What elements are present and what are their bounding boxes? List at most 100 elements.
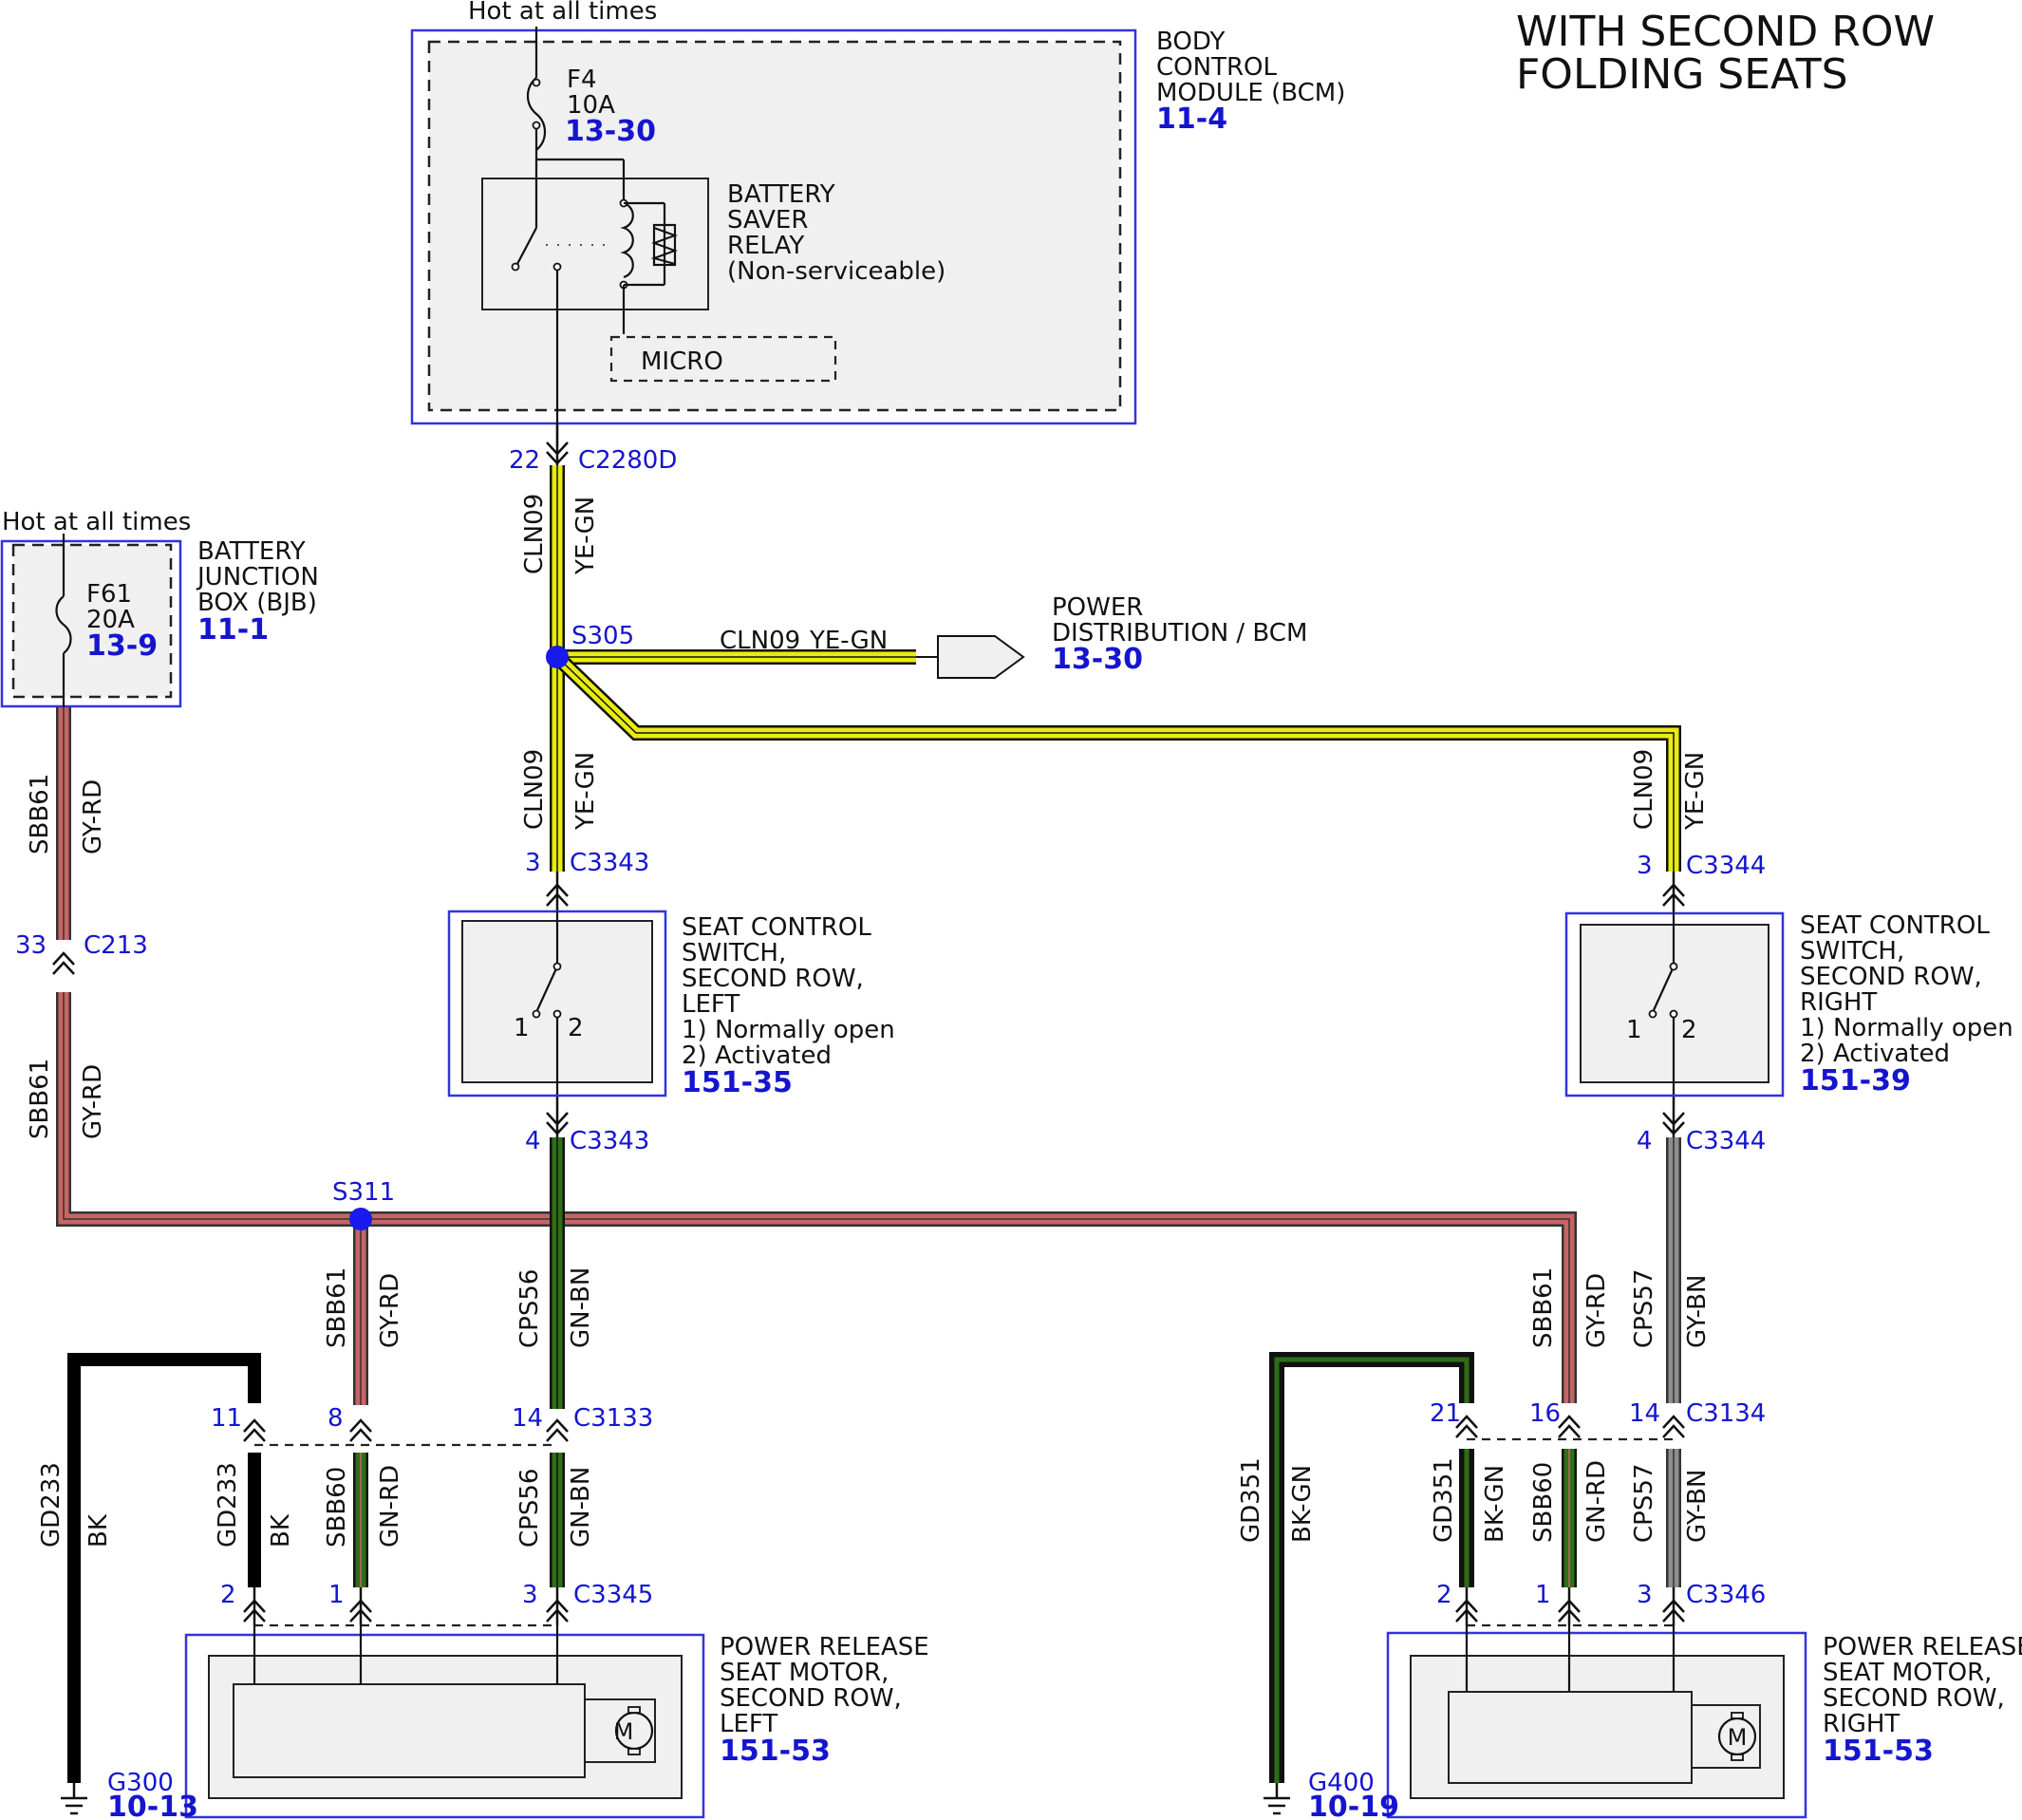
c3134-pin-16: 16	[1529, 1399, 1561, 1428]
switch-right-label-6: 2) Activated	[1800, 1040, 1950, 1068]
power-dist-label-2: DISTRIBUTION / BCM	[1052, 619, 1307, 647]
switch-left-label-6: 2) Activated	[682, 1041, 832, 1070]
wire-label-yegn-c: YE-GN	[1681, 752, 1710, 831]
c3133-label: C3133	[573, 1404, 653, 1433]
c3134-pin-21: 21	[1430, 1399, 1461, 1428]
wire-label-gnrd-a: GN-RD	[376, 1465, 404, 1548]
wire-label-gd233-b: GD233	[214, 1462, 242, 1548]
wire-label-gd351-a: GD351	[1237, 1457, 1265, 1543]
bcm-name-2: CONTROL	[1156, 53, 1277, 82]
c3344-out-label: C3344	[1686, 1127, 1766, 1155]
wire-label-sbb61-a: SBB61	[26, 774, 54, 854]
bjb-name-2: JUNCTION	[196, 563, 319, 591]
wire-label-sbb60-a: SBB60	[323, 1467, 351, 1548]
splice-s305[interactable]	[546, 646, 569, 668]
switch-left-label-1: SEAT CONTROL	[682, 913, 871, 942]
wire-label-gyrd-d: GY-RD	[1582, 1273, 1611, 1348]
c3346-label: C3346	[1686, 1581, 1766, 1609]
wire-label-gyrd-c: GY-RD	[376, 1273, 404, 1348]
motor-right-label-4: RIGHT	[1823, 1710, 1900, 1738]
c3344-in-pin: 3	[1637, 852, 1653, 880]
c213-pin: 33	[15, 931, 47, 960]
c3134-label: C3134	[1686, 1399, 1766, 1428]
wire-label-cln09-c: CLN09	[1630, 749, 1658, 830]
wire-label-bk-b: BK	[267, 1513, 295, 1548]
switch-left-pos2: 2	[568, 1014, 584, 1042]
power-dist-arrow-icon[interactable]	[937, 635, 1025, 679]
seat-motor-right[interactable]	[1386, 1625, 1807, 1819]
switch-right-label-1: SEAT CONTROL	[1800, 911, 1990, 940]
motor-left-label-2: SEAT MOTOR,	[720, 1659, 889, 1687]
bjb-hot-label: Hot at all times	[2, 508, 191, 536]
title-line-2: FOLDING SEATS	[1516, 50, 1848, 99]
ground-g300-ref[interactable]: 10-13	[107, 1791, 198, 1820]
bjb-module[interactable]	[0, 534, 182, 708]
bcm-name-3: MODULE (BCM)	[1156, 79, 1345, 107]
c3346-pin-2: 2	[1436, 1581, 1452, 1609]
wire-label-sbb61-d: SBB61	[1529, 1267, 1558, 1348]
c3345-pin-2: 2	[220, 1581, 236, 1609]
c3133-pin-11: 11	[211, 1404, 242, 1433]
switch-right-label-2: SWITCH,	[1800, 937, 1904, 966]
fuse-f61-rating: 20A	[86, 606, 135, 634]
motor-left-label-4: LEFT	[720, 1710, 777, 1738]
ground-g400-label: G400	[1308, 1769, 1375, 1797]
relay-coil-icon	[620, 201, 634, 279]
wire-label-sbb61-b: SBB61	[26, 1059, 54, 1139]
fuse-f61-icon	[55, 595, 72, 654]
fuse-f4-name: F4	[567, 66, 597, 94]
wire-label-gnrd-b: GN-RD	[1582, 1460, 1611, 1543]
switch-left-label-4: LEFT	[682, 990, 740, 1019]
c3346-pin-3: 3	[1637, 1581, 1653, 1609]
bcm-name-1: BODY	[1156, 28, 1225, 56]
wire-label-cps57-b: CPS57	[1630, 1464, 1658, 1543]
switch-right-ref[interactable]: 151-39	[1800, 1064, 1911, 1098]
wire-label-gyrd-a: GY-RD	[79, 779, 107, 854]
bjb-name-1: BATTERY	[197, 537, 306, 566]
ground-g400-ref[interactable]: 10-19	[1308, 1791, 1399, 1820]
fuse-f4-icon	[526, 77, 547, 151]
fuse-f4-rating: 10A	[567, 91, 615, 120]
bcm-ref[interactable]: 11-4	[1156, 103, 1227, 136]
bcm-module[interactable]	[410, 27, 1137, 446]
fuse-f4-ref[interactable]: 13-30	[565, 115, 656, 148]
fuse-f61-ref[interactable]: 13-9	[86, 629, 158, 663]
switch-left-ref[interactable]: 151-35	[682, 1066, 793, 1099]
title-line-1: WITH SECOND ROW	[1516, 8, 1935, 56]
wire-label-cps56-a: CPS56	[515, 1269, 544, 1348]
splice-s311[interactable]	[349, 1208, 372, 1230]
power-dist-label-1: POWER	[1052, 593, 1143, 622]
seat-motor-left[interactable]	[184, 1625, 705, 1819]
switch-right-label-4: RIGHT	[1800, 988, 1877, 1017]
bjb-ref[interactable]: 11-1	[197, 613, 269, 647]
motor-right-label-1: POWER RELEASE	[1823, 1633, 2022, 1661]
battery-saver-relay	[481, 178, 709, 310]
motor-left-ref[interactable]: 151-53	[720, 1735, 831, 1768]
wire-label-sbb60-b: SBB60	[1529, 1462, 1558, 1543]
motor-left-label-1: POWER RELEASE	[720, 1633, 929, 1661]
wire-label-cps56-b: CPS56	[515, 1469, 544, 1548]
seat-switch-left[interactable]	[447, 910, 667, 1098]
wire-label-gnbn-b: GN-BN	[567, 1467, 595, 1548]
motor-right-ref[interactable]: 151-53	[1823, 1735, 1934, 1768]
motor-right-label-2: SEAT MOTOR,	[1823, 1659, 1992, 1687]
c3134-pin-14: 14	[1629, 1399, 1660, 1428]
power-dist-wire-color: YE-GN	[809, 627, 888, 655]
c3345-pin-1: 1	[328, 1581, 345, 1609]
switch-left-label-5: 1) Normally open	[682, 1016, 895, 1044]
power-dist-ref[interactable]: 13-30	[1052, 643, 1143, 676]
wire-label-cps57-a: CPS57	[1630, 1269, 1658, 1348]
c3344-in-label: C3344	[1686, 852, 1766, 880]
c3343-out-pin: 4	[525, 1127, 541, 1155]
wire-label-yegn-b: YE-GN	[571, 752, 600, 831]
relay-label-3: RELAY	[727, 232, 804, 260]
switch-left-pos1: 1	[514, 1014, 530, 1042]
motor-left-symbol: M	[614, 1718, 634, 1745]
wire-label-sbb61-c: SBB61	[323, 1267, 351, 1348]
c2280d-label: C2280D	[578, 446, 677, 475]
wire-label-cln09-a: CLN09	[520, 494, 549, 574]
seat-switch-right[interactable]	[1564, 911, 1785, 1098]
power-dist-wire-circuit: CLN09	[720, 627, 800, 655]
c3343-in-label: C3343	[570, 849, 649, 877]
